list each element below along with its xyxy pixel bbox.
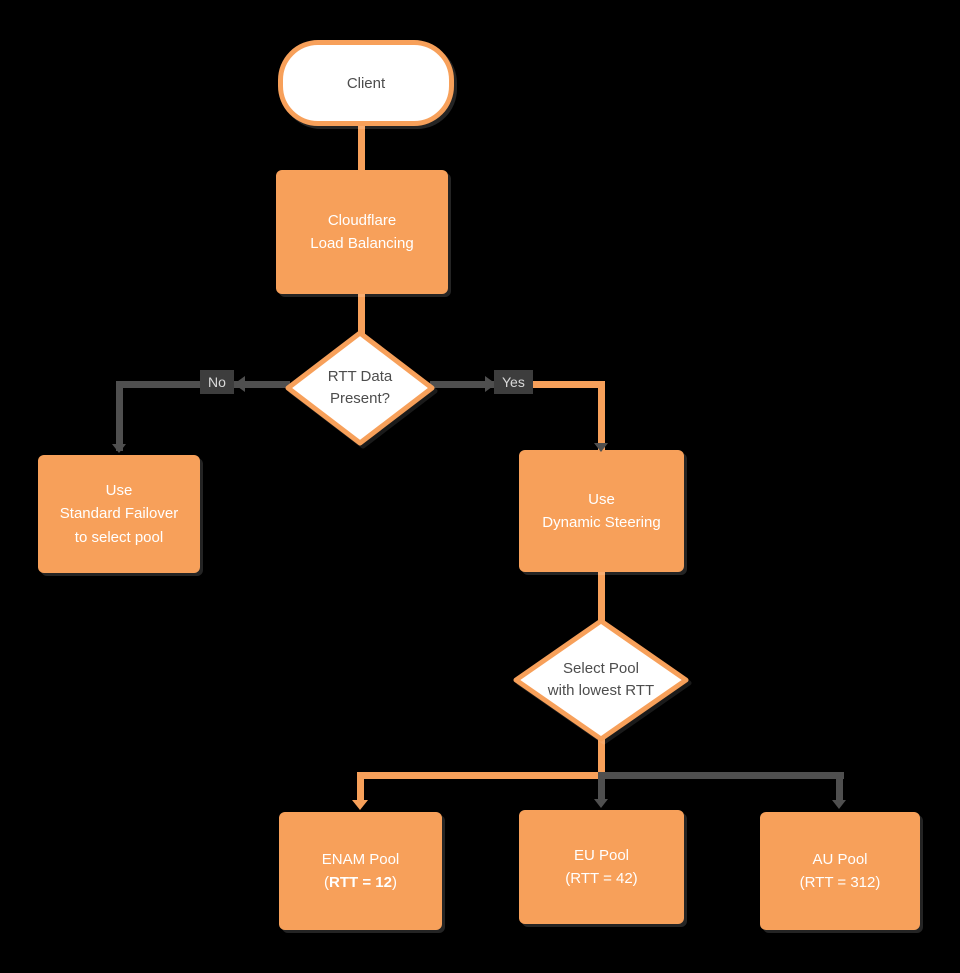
enam-pool-node: ENAM Pool (RTT = 12) bbox=[279, 812, 442, 930]
client-node: Client bbox=[278, 40, 454, 126]
connector-drop-au bbox=[836, 772, 843, 802]
connector-yes-vertical bbox=[598, 381, 605, 452]
eu-pool-rtt: (RTT = 42) bbox=[565, 870, 638, 887]
au-pool-rtt: (RTT = 312) bbox=[799, 874, 881, 891]
connector-yes-horizontal bbox=[524, 381, 605, 388]
enam-pool-name: ENAM Pool bbox=[321, 850, 400, 868]
dynamic-steering-node: Use Dynamic Steering bbox=[519, 450, 684, 572]
arrowhead-yes-right bbox=[485, 376, 496, 392]
load-balancing-node: Cloudflare Load Balancing bbox=[276, 170, 448, 294]
pool-decision-diamond-shape bbox=[513, 618, 689, 742]
standard-failover-line3: to select pool bbox=[74, 528, 164, 546]
au-pool-name: AU Pool bbox=[812, 850, 868, 868]
dynamic-steering-line2: Dynamic Steering bbox=[542, 514, 661, 531]
standard-failover-line2: Standard Failover bbox=[59, 505, 179, 523]
enam-rtt-open: ( bbox=[324, 874, 330, 891]
enam-rtt-value: RTT = 12 bbox=[329, 874, 392, 891]
arrowhead-into-failover bbox=[112, 444, 126, 453]
arrowhead-no-left bbox=[234, 376, 245, 392]
enam-rtt-close: ) bbox=[391, 874, 397, 891]
pool-decision-line1: Select Pool bbox=[563, 660, 639, 678]
dynamic-steering-line1: Use bbox=[588, 490, 615, 508]
connector-pool-decision-down bbox=[598, 738, 605, 779]
load-balancing-line1: Cloudflare bbox=[327, 211, 397, 229]
enam-pool-rtt: (RTT = 12) bbox=[324, 871, 397, 894]
connector-yes-gray-stub bbox=[430, 381, 498, 388]
rtt-decision-diamond-shape bbox=[285, 330, 435, 446]
arrowhead-into-eu bbox=[594, 799, 608, 808]
au-pool-node: AU Pool (RTT = 312) bbox=[760, 812, 920, 930]
rtt-decision-line2: Present? bbox=[329, 390, 391, 407]
rtt-decision-node: RTT Data Present? bbox=[285, 330, 435, 446]
connector-drop-enam bbox=[357, 772, 364, 804]
pool-decision-line2: with lowest RTT bbox=[547, 682, 655, 699]
connector-load-balancing-to-rtt-decision bbox=[358, 292, 365, 336]
rtt-decision-line1: RTT Data bbox=[327, 368, 393, 386]
standard-failover-line1: Use bbox=[105, 482, 133, 500]
eu-pool-name: EU Pool bbox=[573, 846, 630, 864]
rtt-decision-text: RTT Data Present? bbox=[285, 330, 435, 446]
standard-failover-node: Use Standard Failover to select pool bbox=[38, 455, 200, 573]
connector-drop-eu bbox=[598, 772, 605, 802]
edge-label-no: No bbox=[200, 370, 234, 394]
load-balancing-line2: Load Balancing bbox=[310, 235, 414, 252]
pool-decision-node: Select Pool with lowest RTT bbox=[513, 618, 689, 742]
pool-decision-text: Select Pool with lowest RTT bbox=[513, 618, 689, 742]
connector-split-left bbox=[357, 772, 605, 779]
client-label: Client bbox=[346, 74, 386, 92]
arrowhead-into-dynamic-steering bbox=[594, 443, 608, 452]
eu-pool-node: EU Pool (RTT = 42) bbox=[519, 810, 684, 924]
connector-split-right bbox=[605, 772, 844, 779]
edge-label-yes: Yes bbox=[494, 370, 533, 394]
arrowhead-into-enam bbox=[352, 800, 368, 810]
arrowhead-into-au bbox=[832, 800, 846, 809]
connector-dynamic-steering-to-pool-decision bbox=[598, 570, 605, 622]
connector-client-to-load-balancing bbox=[358, 114, 365, 172]
connector-no-vertical bbox=[116, 381, 123, 451]
